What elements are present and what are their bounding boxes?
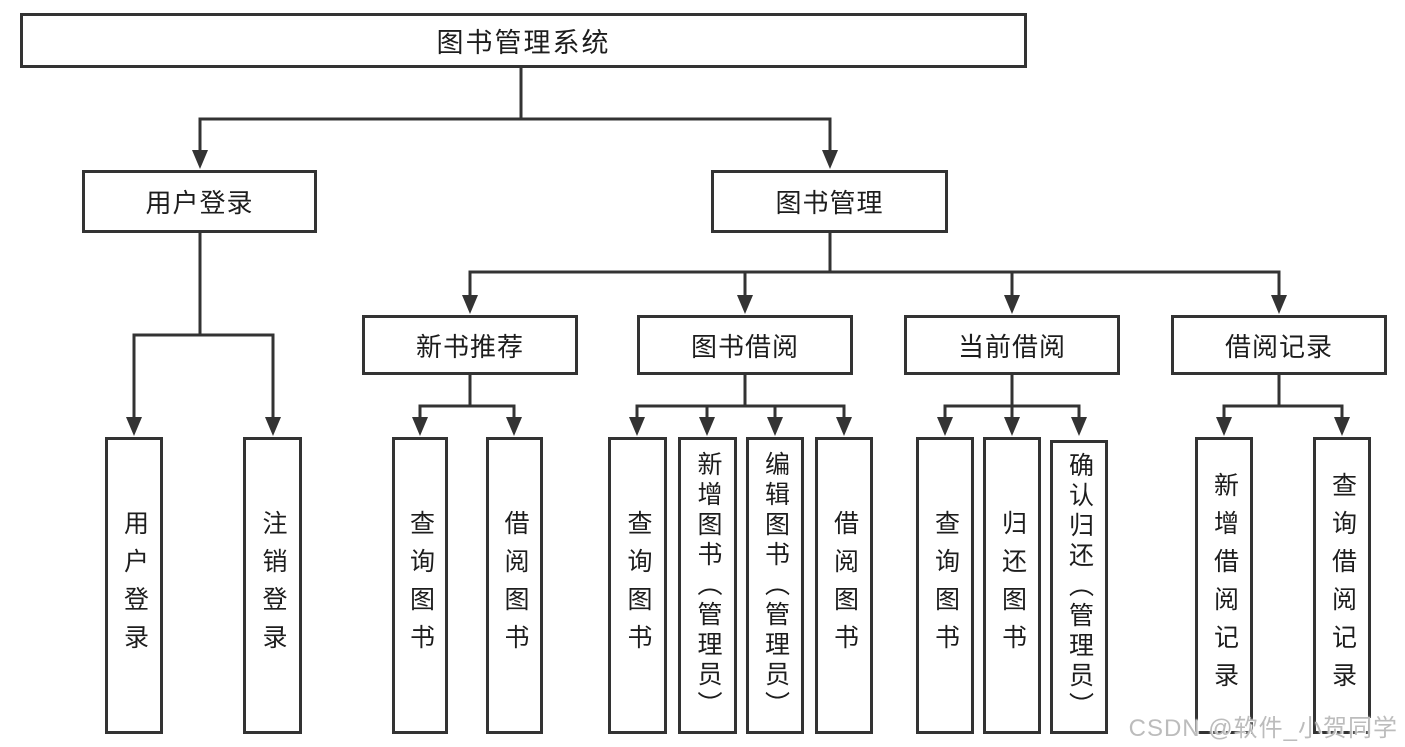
node-new-book-recommend: 新书推荐 [362, 315, 578, 375]
node-label: 新书推荐 [415, 331, 524, 362]
node-label: 查询借阅记录 [1328, 471, 1357, 700]
node-current-borrow: 当前借阅 [904, 315, 1120, 375]
node-label: 借阅记录 [1224, 331, 1333, 362]
node-label: 图书管理系统 [436, 28, 611, 58]
node-add-book-admin: 新增图书（管理员） [678, 437, 737, 734]
node-user-login-action: 用户登录 [105, 437, 163, 734]
node-return-book: 归还图书 [983, 437, 1041, 734]
node-label: 用户登录 [145, 188, 254, 218]
node-query-books-recommend: 查询图书 [392, 437, 448, 734]
node-borrow-books-recommend: 借阅图书 [486, 437, 543, 734]
node-user-login: 用户登录 [82, 170, 317, 233]
node-logout: 注销登录 [243, 437, 302, 734]
node-query-books-current: 查询图书 [916, 437, 974, 734]
csdn-watermark: CSDN @软件_小贺同学 [1128, 715, 1398, 742]
node-label: 图书借阅 [690, 331, 799, 362]
node-label: 编辑图书（管理员） [761, 450, 790, 721]
node-label: 确认归还（管理员） [1065, 452, 1094, 722]
node-add-borrow-record: 新增借阅记录 [1195, 437, 1253, 734]
node-label: 借阅图书 [830, 509, 859, 662]
node-label: 用户登录 [120, 509, 149, 662]
node-label: 查询图书 [931, 509, 960, 662]
node-label: 当前借阅 [957, 331, 1066, 362]
node-confirm-return-admin: 确认归还（管理员） [1050, 440, 1108, 734]
node-borrow-books: 借阅图书 [815, 437, 873, 734]
node-book-borrow: 图书借阅 [637, 315, 853, 375]
node-label: 新增图书（管理员） [694, 450, 722, 721]
node-book-management: 图书管理 [711, 170, 948, 233]
node-label: 查询图书 [624, 509, 652, 662]
node-edit-book-admin: 编辑图书（管理员） [746, 437, 804, 734]
node-query-borrow-record: 查询借阅记录 [1313, 437, 1371, 734]
node-borrow-records: 借阅记录 [1171, 315, 1387, 375]
node-label: 新增借阅记录 [1210, 471, 1239, 700]
node-label: 借阅图书 [501, 509, 529, 662]
node-query-books-borrow: 查询图书 [608, 437, 667, 734]
node-label: 查询图书 [406, 509, 435, 662]
node-label: 图书管理 [775, 188, 884, 218]
node-label: 归还图书 [998, 509, 1027, 662]
node-label: 注销登录 [259, 509, 287, 662]
node-library-system: 图书管理系统 [20, 13, 1027, 68]
